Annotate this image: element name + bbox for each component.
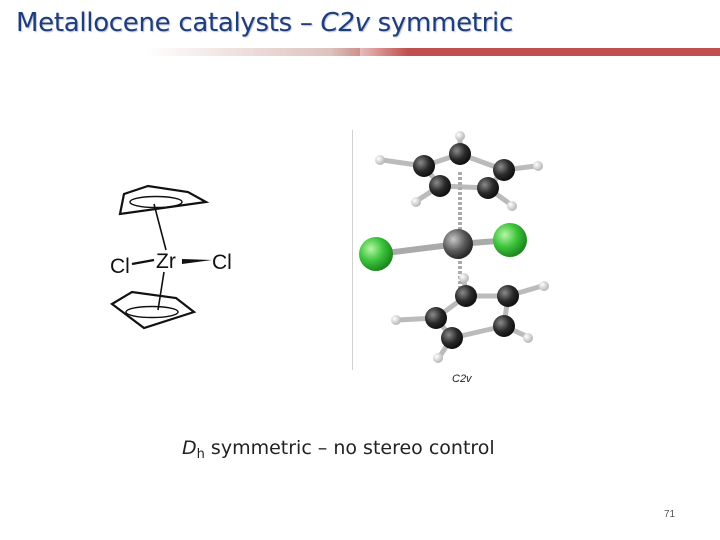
title-divider xyxy=(0,48,720,56)
divider-left xyxy=(0,48,360,56)
chlorine-atom-left xyxy=(359,237,393,271)
symmetry-text: symmetric – no stereo control xyxy=(204,437,495,459)
bottom-cp-inner xyxy=(125,305,179,319)
symmetry-subscript: h xyxy=(196,447,205,462)
page-number: 71 xyxy=(664,509,676,520)
chlorine-atom-right xyxy=(493,223,527,257)
model-frame-edge xyxy=(352,130,353,370)
metallocene-structure-diagram: Zr Cl Cl xyxy=(110,184,232,330)
divider-right xyxy=(330,48,720,56)
symmetry-statement: Dh symmetric – no stereo control xyxy=(182,437,495,462)
top-cp-ring xyxy=(118,184,210,216)
model-caption: C2v xyxy=(452,373,472,385)
zirconium-atom xyxy=(443,229,473,259)
bottom-cp-ring xyxy=(110,290,197,330)
slide-title: Metallocene catalysts – C2v symmetric xyxy=(16,8,513,38)
right-chloride-label: Cl xyxy=(212,251,232,274)
top-cp-inner xyxy=(129,195,183,209)
metal-label: Zr xyxy=(156,250,176,273)
molecule-3d-model xyxy=(359,131,549,363)
symmetry-symbol: D xyxy=(182,437,197,459)
title-part1: Metallocene catalysts – xyxy=(16,8,321,38)
title-part3: symmetric xyxy=(369,8,514,38)
left-chloride-label: Cl xyxy=(110,255,130,278)
title-part2: C2v xyxy=(320,8,370,38)
